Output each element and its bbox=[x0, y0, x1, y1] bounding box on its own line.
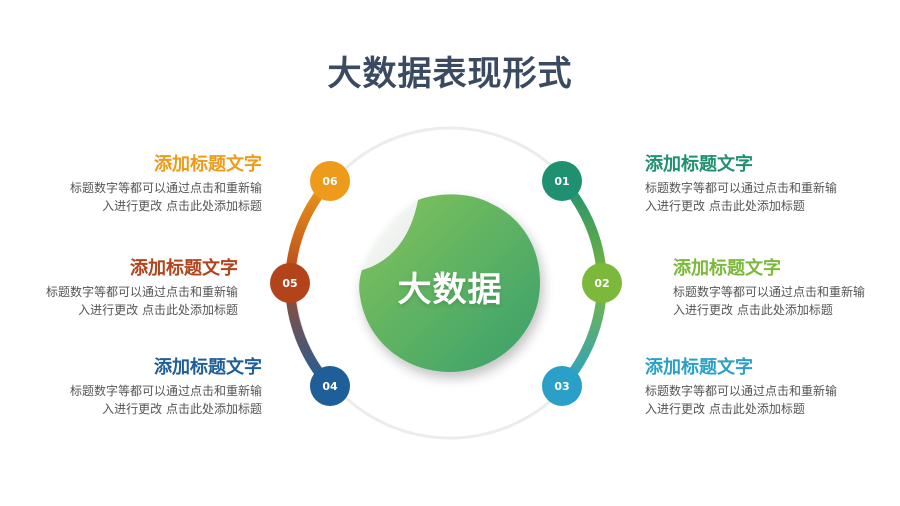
node-01 bbox=[542, 161, 582, 201]
item-heading: 添加标题文字 bbox=[645, 154, 753, 175]
item-desc-line1: 标题数字等都可以通过点击和重新输 bbox=[645, 181, 838, 195]
item-02: 添加标题文字 标题数字等都可以通过点击和重新输 入进行更改 点击此处添加标题 bbox=[673, 257, 900, 319]
item-desc-line2: 入进行更改 点击此处添加标题 bbox=[645, 199, 805, 213]
center-sticker bbox=[359, 194, 541, 372]
node-number: 04 bbox=[322, 380, 338, 393]
item-04: 添加标题文字 标题数字等都可以通过点击和重新输 入进行更改 点击此处添加标题 bbox=[2, 356, 262, 418]
center-label: 大数据 bbox=[397, 270, 503, 310]
item-06: 添加标题文字 标题数字等都可以通过点击和重新输 入进行更改 点击此处添加标题 bbox=[2, 153, 262, 215]
item-desc-line2: 入进行更改 点击此处添加标题 bbox=[102, 402, 262, 416]
item-heading: 添加标题文字 bbox=[154, 357, 262, 378]
item-desc-line1: 标题数字等都可以通过点击和重新输 bbox=[69, 181, 262, 195]
item-desc-line1: 标题数字等都可以通过点击和重新输 bbox=[69, 384, 262, 398]
node-02 bbox=[582, 263, 622, 303]
node-number: 01 bbox=[554, 175, 569, 188]
node-05 bbox=[270, 263, 310, 303]
item-desc-line2: 入进行更改 点击此处添加标题 bbox=[645, 402, 805, 416]
item-heading: 添加标题文字 bbox=[154, 154, 262, 175]
page-title: 大数据表现形式 bbox=[327, 54, 573, 94]
item-desc-line2: 入进行更改 点击此处添加标题 bbox=[78, 303, 238, 317]
item-desc-line2: 入进行更改 点击此处添加标题 bbox=[673, 303, 833, 317]
item-heading: 添加标题文字 bbox=[645, 357, 753, 378]
node-number: 02 bbox=[594, 277, 609, 290]
item-desc-line1: 标题数字等都可以通过点击和重新输 bbox=[645, 384, 838, 398]
item-heading: 添加标题文字 bbox=[130, 258, 238, 279]
item-desc-line1: 标题数字等都可以通过点击和重新输 bbox=[673, 285, 866, 299]
node-number: 03 bbox=[554, 380, 569, 393]
item-desc-line1: 标题数字等都可以通过点击和重新输 bbox=[45, 285, 238, 299]
node-04 bbox=[310, 366, 350, 406]
node-06 bbox=[310, 161, 350, 201]
item-desc-line2: 入进行更改 点击此处添加标题 bbox=[102, 199, 262, 213]
item-heading: 添加标题文字 bbox=[673, 258, 781, 279]
node-number: 06 bbox=[322, 175, 338, 188]
node-number: 05 bbox=[282, 277, 297, 290]
item-05: 添加标题文字 标题数字等都可以通过点击和重新输 入进行更改 点击此处添加标题 bbox=[0, 257, 238, 319]
node-03 bbox=[542, 366, 582, 406]
item-01: 添加标题文字 标题数字等都可以通过点击和重新输 入进行更改 点击此处添加标题 bbox=[645, 153, 900, 215]
item-03: 添加标题文字 标题数字等都可以通过点击和重新输 入进行更改 点击此处添加标题 bbox=[645, 356, 900, 418]
